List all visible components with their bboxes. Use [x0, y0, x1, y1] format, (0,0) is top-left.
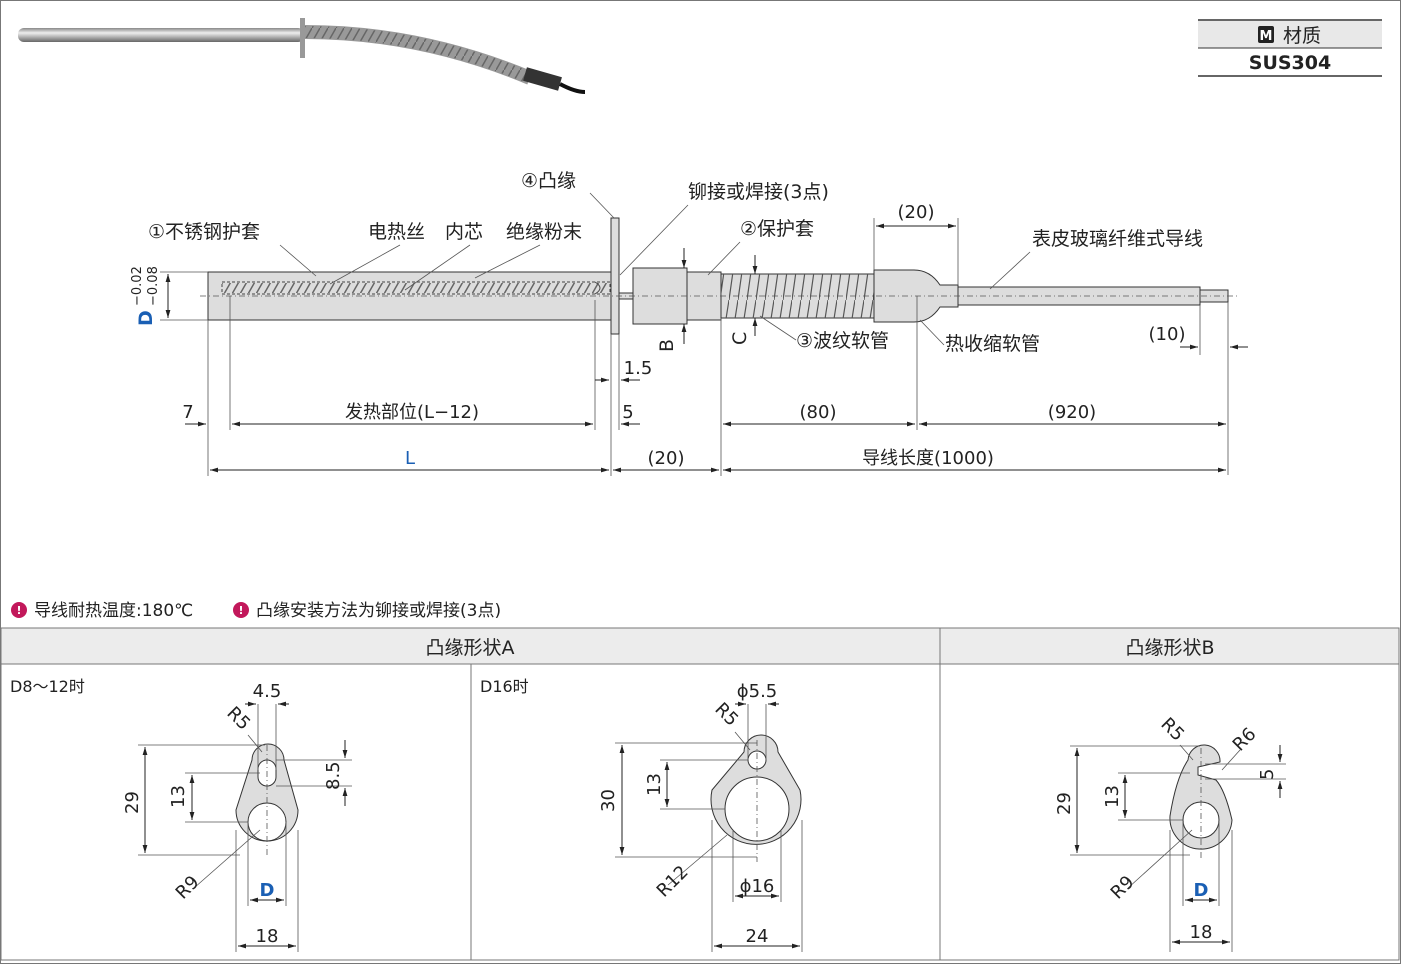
notes: ! 导线耐热温度:180℃ ! 凸缘安装方法为铆接或焊接(3点) [11, 601, 501, 621]
note-1: 导线耐热温度:180℃ [34, 601, 193, 621]
a2-w24: 24 [746, 926, 769, 947]
dim-7: 7 [182, 402, 193, 423]
dim-20-top: (20) [898, 202, 935, 223]
dim-80: (80) [800, 402, 837, 423]
label-shrink: 热收缩软管 [945, 333, 1040, 355]
a2-r12: R12 [653, 862, 693, 902]
dim-lower: 1.5 7 发热部位(L−12) 5 (80) (920) L (20) 导线长… [182, 296, 1226, 476]
a2-phi16: ϕ16 [740, 876, 775, 897]
dim-1-5: 1.5 [624, 358, 653, 379]
b-h29: 29 [1054, 792, 1075, 815]
material-box: M 材质 SUS304 [1198, 19, 1382, 77]
dim-heat: 发热部位(L−12) [345, 402, 479, 423]
part-labels: ①不锈钢护套 电热丝 内芯 绝缘粉末 ④凸缘 铆接或焊接(3点) ②保护套 表皮… [148, 170, 1203, 355]
dim-top: (20) (10) [873, 202, 1248, 475]
dim-L: L [405, 448, 415, 469]
b-r5: R5 [1156, 714, 1188, 746]
label-core: 内芯 [445, 221, 483, 243]
dim-B-C: B C [656, 248, 758, 352]
product-photo [18, 18, 586, 94]
label-part4: ④凸缘 [521, 170, 576, 192]
C-label: C [729, 332, 751, 345]
material-header: 材质 [1283, 25, 1321, 47]
svg-text:!: ! [238, 604, 243, 617]
flange-a1: D8～12时 4.5 R5 29 13 8.5 R9 D 18 [10, 677, 352, 952]
a1-cond: D8～12时 [10, 677, 85, 696]
dim-20: (20) [648, 448, 685, 469]
dim-lead-length: 导线长度(1000) [862, 448, 994, 469]
a2-h30: 30 [598, 789, 619, 812]
b-d: D [1194, 880, 1209, 901]
a1-r9: R9 [172, 872, 204, 904]
a1-h8-5: 8.5 [323, 761, 344, 790]
dim-10: (10) [1149, 324, 1186, 345]
flange-a2: D16时 ϕ5.5 R5 30 13 R12 ϕ16 24 [480, 677, 803, 952]
material-badge: M [1260, 29, 1273, 44]
header-a: 凸缘形状A [426, 637, 515, 659]
D-label: D [135, 310, 157, 326]
label-part2: ②保护套 [740, 218, 814, 240]
a1-r5: R5 [222, 703, 254, 735]
label-wire: 电热丝 [368, 221, 425, 243]
a2-r5: R5 [710, 699, 742, 731]
label-powder: 绝缘粉末 [506, 221, 582, 243]
flange [610, 217, 620, 335]
dim-D: D −0.02 −0.08 [130, 266, 208, 326]
b-r9: R9 [1107, 872, 1139, 904]
a1-h13: 13 [168, 785, 189, 808]
note-2: 凸缘安装方法为铆接或焊接(3点) [256, 601, 501, 621]
a1-d: D [260, 880, 275, 901]
b-r6: R6 [1229, 724, 1261, 756]
b-h5: 5 [1257, 769, 1278, 780]
flange-b: R5 R6 5 29 13 R9 D 18 [1054, 714, 1286, 952]
heater-assembly [200, 217, 1240, 335]
D-tol2: −0.08 [146, 266, 161, 306]
a2-phi: ϕ5.5 [737, 681, 778, 702]
B-label: B [656, 339, 678, 352]
a2-cond: D16时 [480, 677, 529, 696]
D-tol1: −0.02 [130, 266, 145, 306]
label-part3: ③波纹软管 [796, 330, 889, 352]
svg-text:!: ! [16, 604, 21, 617]
dim-5: 5 [622, 402, 633, 423]
b-w18: 18 [1190, 922, 1213, 943]
dim-920: (920) [1048, 402, 1096, 423]
label-rivet: 铆接或焊接(3点) [688, 181, 829, 203]
a1-h29: 29 [122, 791, 143, 814]
b-h13: 13 [1102, 785, 1123, 808]
flange-table: 凸缘形状A 凸缘形状B [0, 627, 1400, 961]
header-b: 凸缘形状B [1125, 637, 1214, 659]
material-value: SUS304 [1249, 52, 1331, 74]
a2-h13: 13 [644, 773, 665, 796]
a1-w: 4.5 [253, 681, 282, 702]
label-lead: 表皮玻璃纤维式导线 [1032, 228, 1203, 250]
a1-w18: 18 [256, 926, 279, 947]
label-part1: ①不锈钢护套 [148, 221, 260, 243]
